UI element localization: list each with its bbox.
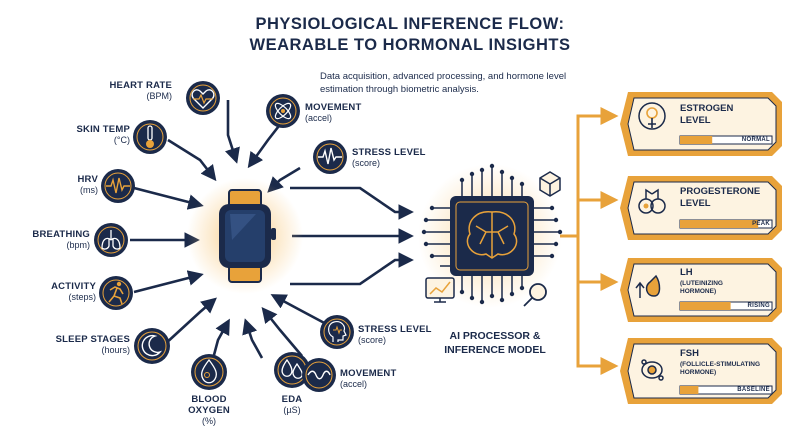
arrow-eda	[242, 318, 264, 359]
ovary-icon	[638, 188, 666, 214]
page-title: PHYSIOLOGICAL INFERENCE FLOW: WEARABLE T…	[230, 14, 590, 56]
output-arrows	[560, 107, 619, 375]
estrogen-card	[620, 92, 782, 156]
label-movement-top: MOVEMENT(accel)	[305, 102, 362, 123]
label-hrv: HRV(ms)	[77, 174, 99, 195]
input-arrows	[130, 100, 331, 371]
thermometer-icon	[133, 120, 167, 154]
ecg-icon	[313, 140, 347, 174]
estrogen-status: NORMAL	[741, 137, 770, 143]
waveform-icon	[101, 169, 135, 203]
chart-monitor-icon	[425, 277, 455, 303]
estrogen-title: ESTROGEN LEVEL	[680, 103, 734, 126]
arrow-movement-top	[247, 121, 284, 169]
label-heart-rate: HEART RATE(BPM)	[109, 80, 172, 101]
output-cards	[620, 92, 782, 404]
lungs-icon	[94, 223, 128, 257]
progesterone-status: PEAK	[752, 221, 770, 227]
magnifier-icon	[523, 283, 547, 307]
progesterone-title: PROGESTERONE LEVEL	[680, 186, 761, 209]
lh-card	[620, 258, 782, 322]
head-pulse-icon	[320, 315, 354, 349]
label-breathing: BREATHING(bpm)	[32, 229, 90, 250]
label-activity: ACTIVITY(steps)	[51, 281, 96, 302]
moon-icon	[134, 328, 170, 364]
arrow-sleep	[163, 297, 217, 346]
ai-processor-chip	[418, 163, 563, 308]
arrow-movement-bottom	[261, 306, 303, 357]
o2-drop-icon	[191, 354, 227, 390]
progesterone-card	[620, 176, 782, 240]
arrow-stress-bottom	[270, 294, 331, 328]
cube-icon	[539, 171, 561, 197]
smartwatch	[187, 178, 303, 294]
follicle-icon	[641, 359, 664, 381]
brain-icon	[466, 211, 518, 259]
label-eda: EDA(µS)	[281, 394, 303, 415]
watch-to-processor-arrows	[290, 186, 414, 286]
page-subtitle: Data acquisition, advanced processing, a…	[320, 71, 567, 95]
arrow-activity	[133, 270, 204, 294]
lh-subtitle: (LUTEINIZING HORMONE)	[680, 280, 723, 295]
atom-icon	[266, 94, 300, 128]
fsh-card	[620, 338, 782, 404]
title-line-2: WEARABLE TO HORMONAL INSIGHTS	[249, 36, 571, 54]
input-icons	[94, 81, 354, 392]
fsh-title: FSH	[680, 348, 699, 359]
fsh-subtitle: (FOLLICLE-STIMULATING HORMONE)	[680, 361, 761, 376]
gland-arrow-icon	[635, 274, 661, 298]
label-skin-temp: SKIN TEMP(°C)	[76, 124, 130, 145]
label-sleep-stages: SLEEP STAGES(hours)	[55, 334, 130, 355]
runner-icon	[99, 276, 133, 310]
label-stress-top: STRESS LEVEL(score)	[352, 147, 426, 168]
wave-circle-icon	[302, 358, 336, 392]
arrow-heart-rate	[225, 100, 240, 164]
female-symbol-icon	[646, 107, 658, 128]
title-line-1: PHYSIOLOGICAL INFERENCE FLOW:	[255, 15, 565, 33]
label-stress-bottom: STRESS LEVEL(score)	[358, 324, 432, 345]
label-movement-bottom: MOVEMENT(accel)	[340, 368, 397, 389]
lh-status: RISING	[747, 303, 770, 309]
fsh-status: BASELINE	[737, 387, 770, 393]
arrow-skin-temp	[167, 138, 217, 182]
arrow-hrv	[133, 186, 204, 210]
heart-pulse-icon	[186, 81, 220, 115]
processor-label: AI PROCESSOR & INFERENCE MODEL	[444, 330, 546, 356]
lh-title: LH	[680, 267, 693, 278]
